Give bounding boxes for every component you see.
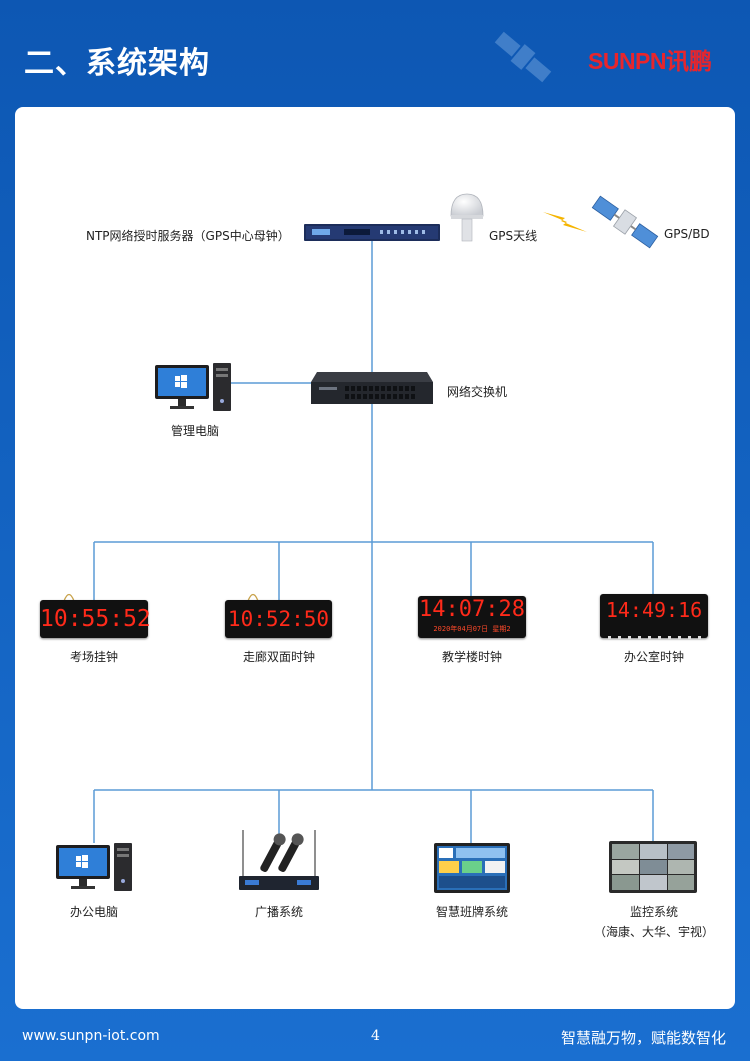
teaching-clock-label: 教学楼时钟 bbox=[441, 650, 503, 664]
gps-antenna-icon bbox=[450, 193, 484, 242]
teaching-clock-date: 2020年04月07日 星期2 bbox=[433, 625, 511, 633]
corridor-clock-time: 10:52:50 bbox=[227, 607, 330, 631]
signal-lightning-icon bbox=[543, 212, 587, 232]
exam-clock-label: 考场挂钟 bbox=[69, 650, 119, 664]
network-switch-label: 网络交换机 bbox=[447, 385, 508, 399]
admin-pc-icon bbox=[155, 363, 231, 411]
logo-text-en: SUNPN bbox=[588, 48, 667, 74]
office-clock-label: 办公室时钟 bbox=[623, 650, 685, 664]
surveillance-monitor-icon bbox=[609, 841, 697, 893]
smart-board-label: 智慧班牌系统 bbox=[435, 905, 509, 919]
teaching-clock-time: 14:07:28 bbox=[419, 597, 525, 622]
clock-hook-icon bbox=[247, 593, 259, 602]
broadcast-label: 广播系统 bbox=[254, 905, 304, 919]
smart-board-icon bbox=[434, 843, 510, 893]
footer-website-link[interactable]: www.sunpn-iot.com bbox=[22, 1028, 160, 1044]
broadcast-microphone-icon bbox=[239, 830, 319, 890]
corridor-clock-display: 10:52:50 bbox=[225, 600, 332, 638]
corridor-clock-label: 走廊双面时钟 bbox=[242, 650, 316, 664]
page-title: 二、系统架构 bbox=[24, 46, 210, 81]
logo-text-cn: 讯鹏 bbox=[666, 48, 713, 74]
office-pc-icon bbox=[56, 843, 132, 891]
surveillance-sublabel: （海康、大华、宇视） bbox=[593, 925, 715, 939]
ntp-server-label: NTP网络授时服务器（GPS中心母钟） bbox=[86, 229, 290, 243]
clock-hook-icon bbox=[63, 593, 75, 602]
satellite-label: GPS/BD bbox=[664, 227, 710, 241]
page-number: 4 bbox=[371, 1028, 380, 1044]
office-clock-time: 14:49:16 bbox=[605, 598, 703, 622]
brand-logo: SUNPN讯鹏 bbox=[588, 42, 712, 76]
office-pc-label: 办公电脑 bbox=[69, 905, 119, 919]
network-switch-icon bbox=[311, 372, 433, 404]
office-clock-indicator-bar bbox=[608, 636, 701, 639]
exam-clock-time: 10:55:52 bbox=[40, 606, 151, 632]
teaching-clock-display: 14:07:28 2020年04月07日 星期2 bbox=[418, 596, 526, 638]
exam-clock-display: 10:55:52 bbox=[40, 600, 151, 638]
footer-slogan: 智慧融万物，赋能数智化 bbox=[560, 1029, 726, 1047]
ntp-server-icon bbox=[304, 224, 440, 241]
surveillance-label: 监控系统 bbox=[629, 905, 679, 919]
satellite-watermark-icon bbox=[494, 31, 552, 83]
office-clock-display: 14:49:16 bbox=[600, 594, 708, 639]
admin-pc-label: 管理电脑 bbox=[170, 424, 220, 438]
gps-antenna-label: GPS天线 bbox=[489, 229, 538, 243]
satellite-icon bbox=[591, 195, 659, 249]
